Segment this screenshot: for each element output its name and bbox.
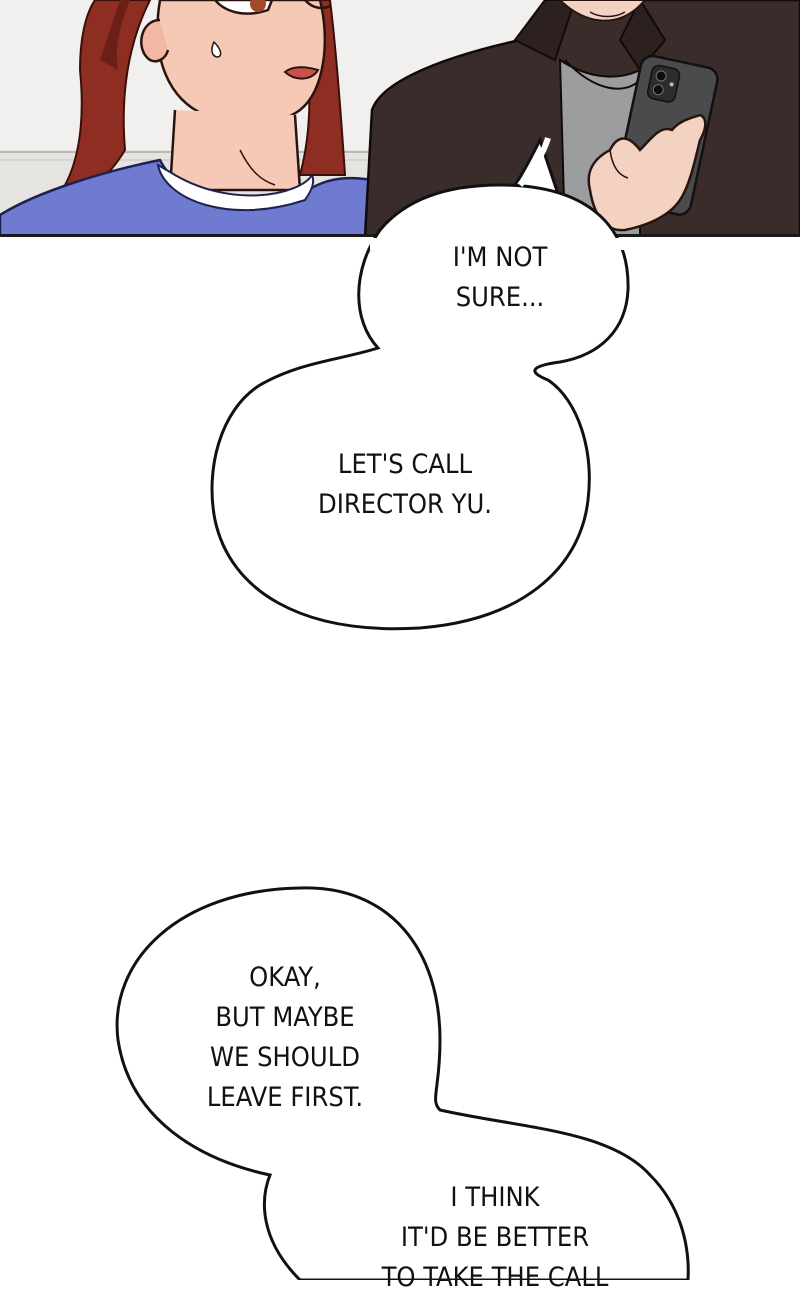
comic-panel-illustration — [0, 0, 800, 234]
speech-bubble-text: I'M NOT SURE... — [452, 242, 548, 313]
speech-bubble-text: LET'S CALL DIRECTOR YU. — [318, 449, 492, 520]
speech-bubble-text: I THINK IT'D BE BETTER TO TAKE THE CALL — [381, 1182, 609, 1293]
speech-bubble-text: OKAY, BUT MAYBE WE SHOULD LEAVE FIRST. — [206, 962, 364, 1113]
speech-bubble-shape — [210, 183, 630, 631]
comic-panel — [0, 0, 800, 237]
speech-bubble-shape — [115, 886, 690, 1280]
